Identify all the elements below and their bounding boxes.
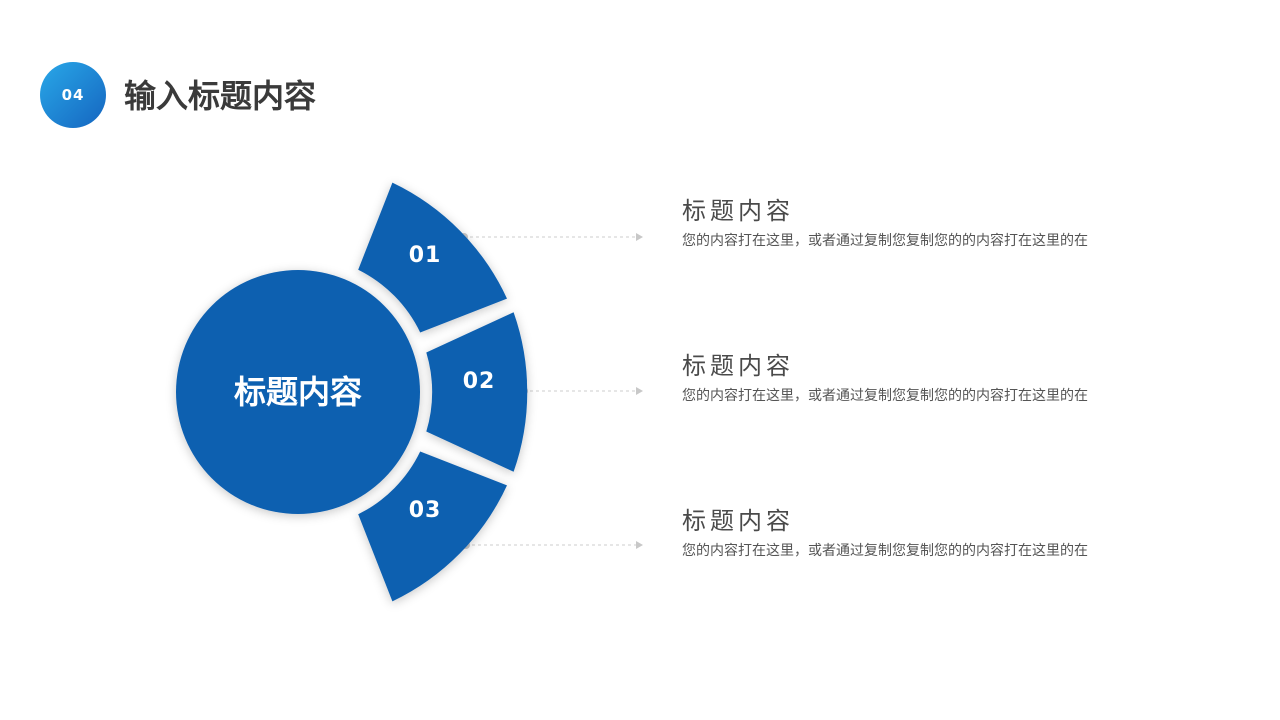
section-number: 04 <box>61 86 85 104</box>
segment-label-01: 01 <box>409 243 442 268</box>
item-desc-1: 您的内容打在这里，或者通过复制您复制您的的内容打在这里的在 <box>682 233 1088 249</box>
item-desc-2: 您的内容打在这里，或者通过复制您复制您的的内容打在这里的在 <box>682 388 1088 404</box>
text-block-3: 标题内容 您的内容打在这里，或者通过复制您复制您的的内容打在这里的在 <box>682 506 1112 567</box>
center-label: 标题内容 <box>234 373 362 411</box>
text-block-1: 标题内容 您的内容打在这里，或者通过复制您复制您的的内容打在这里的在 <box>682 196 1112 257</box>
segment-label-02: 02 <box>463 369 496 394</box>
arrow-head-1 <box>636 233 643 241</box>
center-circle <box>176 270 420 514</box>
text-block-2: 标题内容 您的内容打在这里，或者通过复制您复制您的的内容打在这里的在 <box>682 351 1112 412</box>
arrow-head-2 <box>636 387 643 395</box>
item-title-3: 标题内容 <box>682 507 794 535</box>
segment-01 <box>358 182 507 333</box>
arrow-head-3 <box>636 541 643 549</box>
page-title: 输入标题内容 <box>124 77 317 115</box>
segment-label-03: 03 <box>409 498 442 523</box>
item-title-1: 标题内容 <box>682 197 794 225</box>
segment-02 <box>426 312 528 472</box>
item-title-2: 标题内容 <box>682 352 794 380</box>
item-desc-3: 您的内容打在这里，或者通过复制您复制您的的内容打在这里的在 <box>682 543 1088 559</box>
section-number-badge: 04 <box>40 62 106 128</box>
segment-03 <box>358 451 507 602</box>
